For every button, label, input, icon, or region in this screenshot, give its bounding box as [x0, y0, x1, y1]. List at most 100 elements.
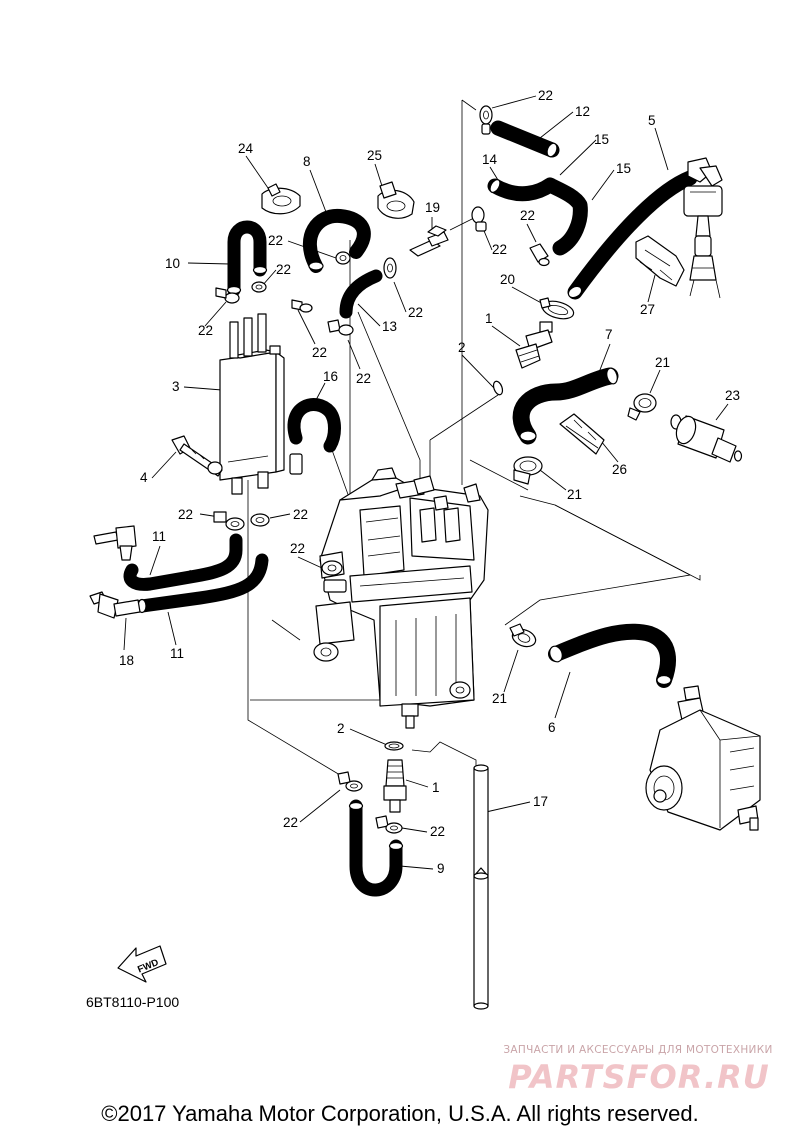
clip-22-group[interactable]: [215, 206, 550, 336]
fuel-filter-3[interactable]: [219, 313, 285, 495]
callout-20[interactable]: 20: [500, 272, 515, 287]
hose-7[interactable]: [512, 367, 619, 445]
clip-22[interactable]: [327, 319, 354, 336]
callout-12[interactable]: 12: [575, 104, 590, 119]
o-ring-2-bottom[interactable]: [384, 741, 404, 751]
callout-22[interactable]: 22: [293, 507, 308, 522]
connector-5[interactable]: [683, 157, 723, 299]
fwd-arrow: FWD: [117, 945, 167, 983]
hose-8[interactable]: [302, 208, 371, 273]
hose-6[interactable]: [548, 623, 676, 688]
leader-22-top: [491, 95, 537, 109]
hose-9[interactable]: [348, 799, 404, 897]
callout-14[interactable]: 14: [482, 152, 498, 167]
clip-22-bottom-right[interactable]: [250, 513, 270, 527]
callout-1[interactable]: 1: [485, 311, 493, 326]
hose-14-15[interactable]: [487, 177, 588, 256]
hose-10[interactable]: [226, 220, 268, 297]
clamp-21b[interactable]: [513, 456, 543, 485]
callout-3[interactable]: 3: [172, 379, 180, 394]
clip-22[interactable]: [383, 257, 397, 279]
callout-11[interactable]: 11: [152, 529, 166, 544]
clip-22[interactable]: [335, 251, 351, 265]
assembly-line-13: [357, 311, 421, 490]
leader-16: [315, 382, 326, 401]
hose-16[interactable]: [287, 398, 341, 475]
callout-22[interactable]: 22: [276, 262, 291, 277]
leader-20: [511, 286, 546, 306]
leader-10: [187, 262, 231, 265]
hose-13[interactable]: [339, 269, 383, 319]
leader-2-bot: [349, 728, 388, 746]
callout-22[interactable]: 22: [268, 233, 283, 248]
tube-17[interactable]: [473, 764, 489, 1010]
callout-22[interactable]: 22: [430, 824, 445, 839]
callout-22[interactable]: 22: [408, 305, 423, 320]
leader-1-bot: [405, 779, 429, 788]
elbow-18[interactable]: [89, 591, 141, 619]
callout-21[interactable]: 21: [655, 355, 670, 370]
callout-15[interactable]: 15: [594, 132, 609, 147]
callout-4[interactable]: 4: [140, 470, 148, 485]
clip-22-bottom-left[interactable]: [213, 511, 245, 531]
callout-27[interactable]: 27: [640, 302, 655, 317]
callout-9[interactable]: 9: [437, 861, 445, 876]
hose-5[interactable]: [566, 170, 698, 300]
callout-22[interactable]: 22: [283, 815, 298, 830]
callout-24[interactable]: 24: [238, 141, 254, 156]
filter-23[interactable]: [670, 414, 743, 463]
callout-21[interactable]: 21: [492, 691, 507, 706]
clamp-24[interactable]: [261, 183, 301, 215]
t-fitting-11[interactable]: [93, 525, 137, 561]
clip-22-lower-left[interactable]: [337, 771, 363, 792]
clip-22[interactable]: [291, 299, 313, 313]
callout-21[interactable]: 21: [567, 487, 582, 502]
callout-22[interactable]: 22: [312, 345, 327, 360]
callout-11[interactable]: 11: [170, 646, 184, 661]
clip-22[interactable]: [251, 281, 267, 293]
clip-22[interactable]: [215, 287, 240, 304]
clamp-25[interactable]: [377, 181, 415, 219]
bracket-27[interactable]: [635, 235, 685, 287]
callout-22[interactable]: 22: [520, 208, 535, 223]
callout-22[interactable]: 22: [198, 323, 213, 338]
callout-2[interactable]: 2: [337, 721, 345, 736]
callout-22[interactable]: 22: [356, 371, 371, 386]
o-ring-2-top[interactable]: [492, 380, 504, 396]
clip-22-separator[interactable]: [321, 560, 343, 576]
clamp-21c[interactable]: [509, 623, 538, 650]
callout-23[interactable]: 23: [725, 388, 740, 403]
callout-25[interactable]: 25: [367, 148, 382, 163]
callout-22[interactable]: 22: [492, 242, 507, 257]
callout-22[interactable]: 22: [290, 541, 305, 556]
callout-1[interactable]: 1: [432, 780, 440, 795]
hose-11-lower[interactable]: [135, 553, 269, 614]
hose-12[interactable]: [490, 120, 560, 158]
callout-26[interactable]: 26: [612, 462, 627, 477]
callout-7[interactable]: 7: [605, 327, 613, 342]
clip-22-lower-right[interactable]: [375, 815, 403, 834]
callout-8[interactable]: 8: [303, 154, 311, 169]
callout-22[interactable]: 22: [178, 507, 193, 522]
callout-17[interactable]: 17: [533, 794, 548, 809]
callout-6[interactable]: 6: [548, 720, 556, 735]
bolt-4[interactable]: [171, 435, 223, 477]
callout-18[interactable]: 18: [119, 653, 134, 668]
clip-22[interactable]: [471, 206, 487, 232]
callout-16[interactable]: 16: [323, 369, 338, 384]
clip-22-top[interactable]: [479, 105, 493, 135]
fitting-1-bottom[interactable]: [383, 759, 407, 813]
callout-13[interactable]: 13: [382, 319, 397, 334]
fitting-1-top[interactable]: [515, 321, 553, 369]
t-joint-19[interactable]: [409, 225, 449, 257]
hose-11-upper[interactable]: [123, 533, 243, 591]
clamp-20[interactable]: [539, 297, 576, 322]
callout-5[interactable]: 5: [648, 113, 656, 128]
callout-19[interactable]: 19: [425, 200, 440, 215]
callout-22[interactable]: 22: [538, 88, 553, 103]
callout-15[interactable]: 15: [616, 161, 631, 176]
clamp-21a[interactable]: [627, 393, 657, 421]
callout-10[interactable]: 10: [165, 256, 180, 271]
bracket-26[interactable]: [559, 413, 605, 455]
clip-22[interactable]: [529, 243, 550, 267]
